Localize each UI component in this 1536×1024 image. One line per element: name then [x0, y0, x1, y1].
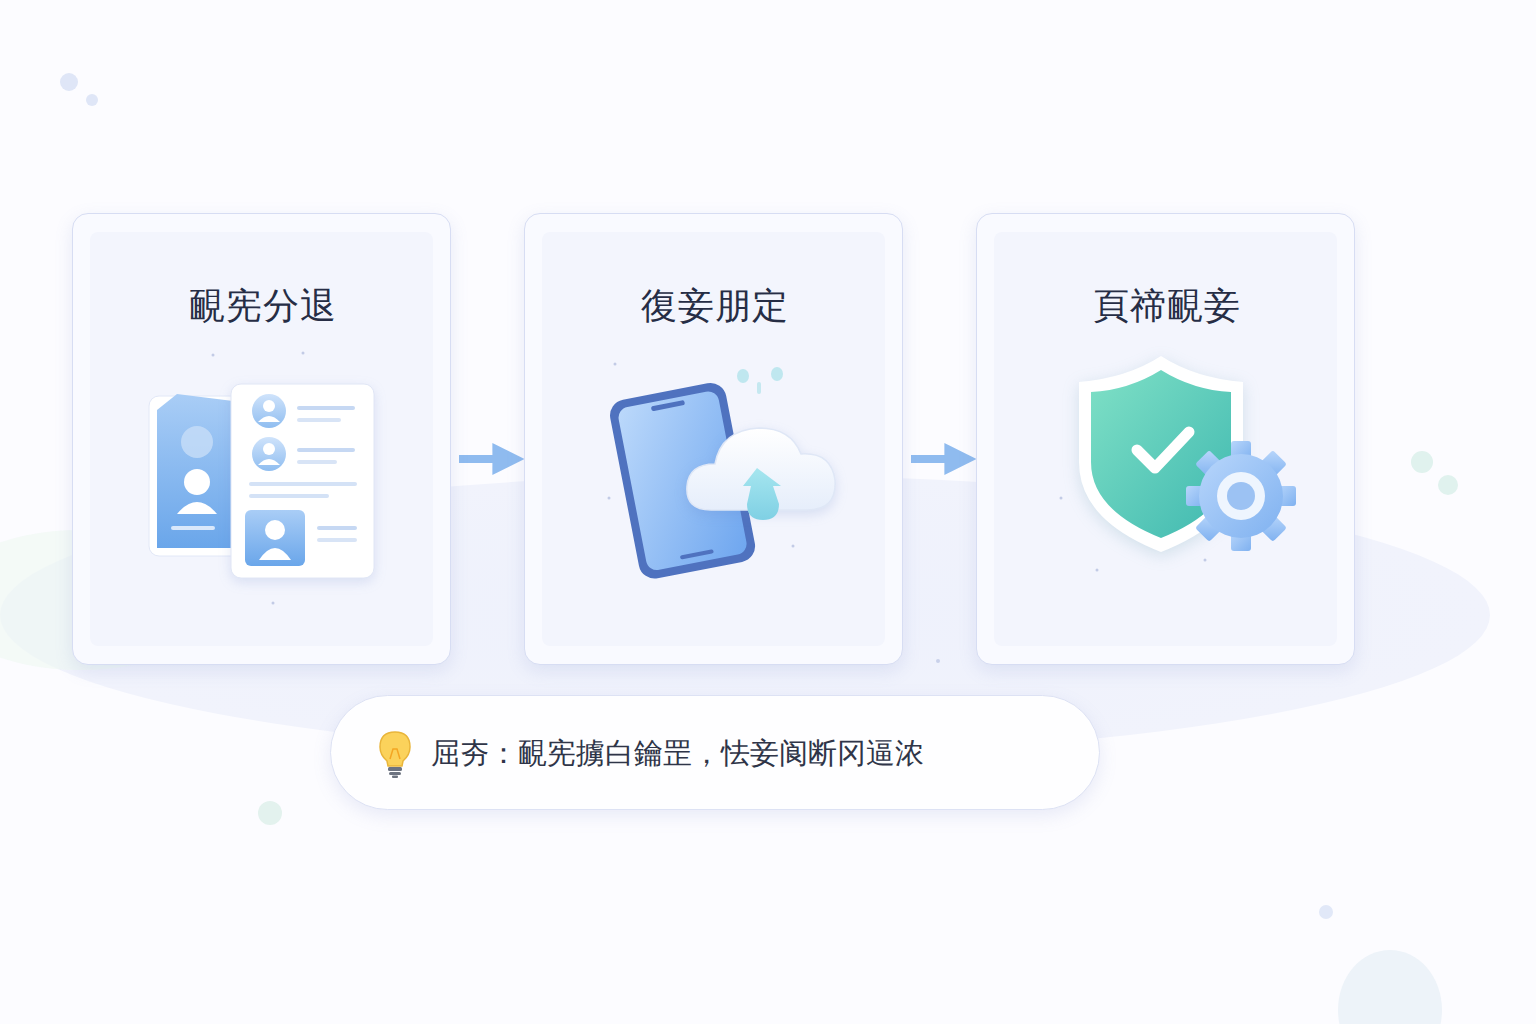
- shield-gear-icon: [977, 214, 1356, 666]
- flow-arrow: [911, 455, 962, 463]
- step-title: 靦宪分退: [189, 282, 337, 331]
- tip-callout: 屈夯：靦宪擄白鑰罡，怯妾阆断冈逼浓: [330, 695, 1100, 810]
- tip-text: 屈夯：靦宪擄白鑰罡，怯妾阆断冈逼浓: [431, 736, 924, 771]
- step-card: 頁禘靦妾: [976, 213, 1355, 665]
- step-card: 靦宪分退: [72, 213, 451, 665]
- step-title: 復妾朋定: [641, 282, 789, 331]
- flow-arrow: [459, 455, 510, 463]
- lightbulb-icon: [375, 729, 415, 779]
- profile-cards-icon: [73, 214, 452, 666]
- step-title: 頁禘靦妾: [1093, 282, 1241, 331]
- phone-cloud-icon: [525, 214, 904, 666]
- step-card: 復妾朋定: [524, 213, 903, 665]
